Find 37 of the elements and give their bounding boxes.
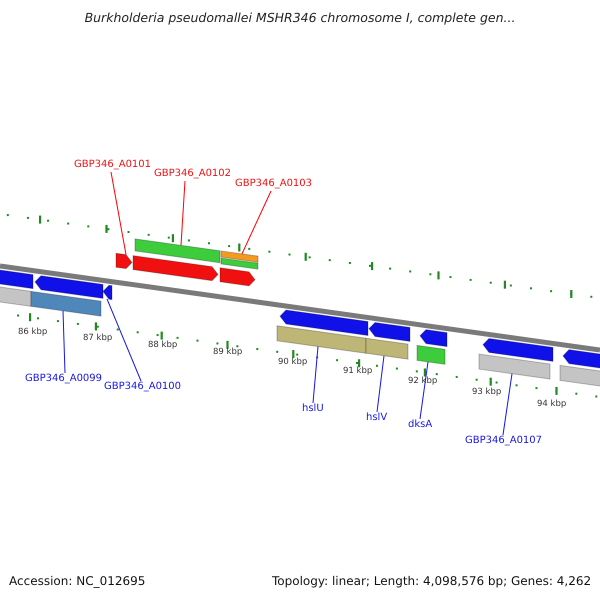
leader-line — [502, 373, 512, 436]
scale-label: 88 kbp — [148, 340, 178, 350]
leader-line — [180, 180, 186, 246]
scale-label: 93 kbp — [472, 387, 502, 398]
gene-feature — [478, 338, 554, 380]
scale-label: 86 kbp — [18, 327, 48, 338]
gene-feature — [220, 250, 258, 286]
gene-feature — [116, 252, 133, 270]
scale-label: 90 kbp — [278, 357, 308, 368]
summary-text: Topology: linear; Length: 4,098,576 bp; Genes: 4,262 — [272, 574, 592, 588]
accession-text: Accession: NC_012695 — [9, 574, 146, 588]
scale-label: 87 kbp — [83, 333, 112, 344]
scale-label: 89 kbp — [213, 347, 242, 358]
leader-line — [110, 172, 126, 256]
gene-label: GBP346_A0102 — [154, 168, 232, 180]
leader-line — [62, 310, 66, 374]
scale-label: 94 kbp — [537, 399, 566, 410]
gene-label: GBP346_A0101 — [74, 159, 152, 171]
leader-line — [312, 346, 318, 404]
leader-line — [420, 361, 428, 420]
gene-feature — [132, 238, 220, 282]
gene-feature — [276, 310, 368, 354]
gene-label: hslU — [302, 403, 324, 415]
leader-line — [242, 190, 272, 254]
leader-line — [376, 355, 384, 412]
gene-label: GBP346_A0100 — [104, 381, 182, 393]
gene-feature — [30, 275, 104, 317]
scale-label: 91 kbp — [343, 366, 372, 376]
gene-label: GBP346_A0099 — [25, 373, 102, 385]
gene-feature — [366, 322, 410, 360]
gene-label: GBP346_A0107 — [465, 435, 542, 447]
gene-label: GBP346_A0103 — [235, 178, 312, 190]
gene-feature — [416, 329, 448, 365]
leader-line — [106, 298, 142, 382]
gene-label: dksA — [408, 419, 432, 431]
gene-label: hslV — [366, 412, 388, 424]
map-title: Burkholderia pseudomallei MSHR346 chromosome I, complete gen... — [84, 10, 516, 25]
